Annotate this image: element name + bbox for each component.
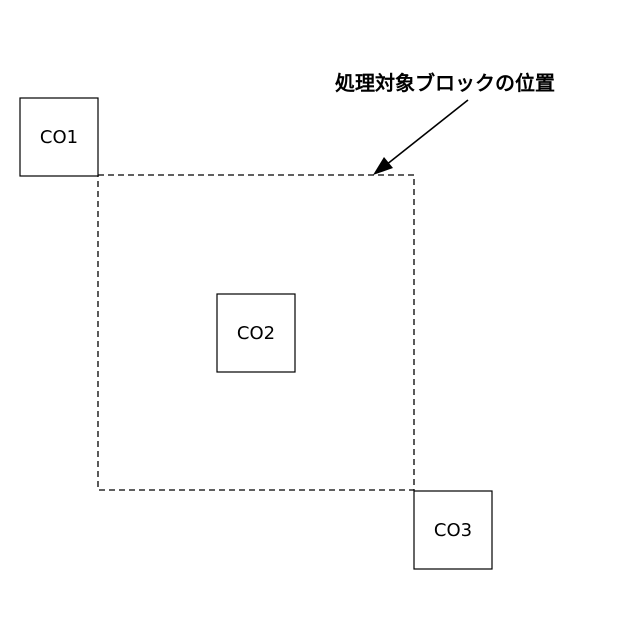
pointer-arrow-shaft	[386, 100, 468, 165]
block-co2: CO2	[217, 294, 295, 372]
block-co1: CO1	[20, 98, 98, 176]
pointer-arrow	[373, 100, 468, 175]
block-co1-label: CO1	[40, 127, 78, 148]
block-co2-label: CO2	[237, 323, 275, 344]
caption-text: 処理対象ブロックの位置	[335, 71, 555, 95]
block-co3: CO3	[414, 491, 492, 569]
pointer-arrow-head	[373, 157, 393, 175]
block-co3-label: CO3	[434, 520, 472, 541]
